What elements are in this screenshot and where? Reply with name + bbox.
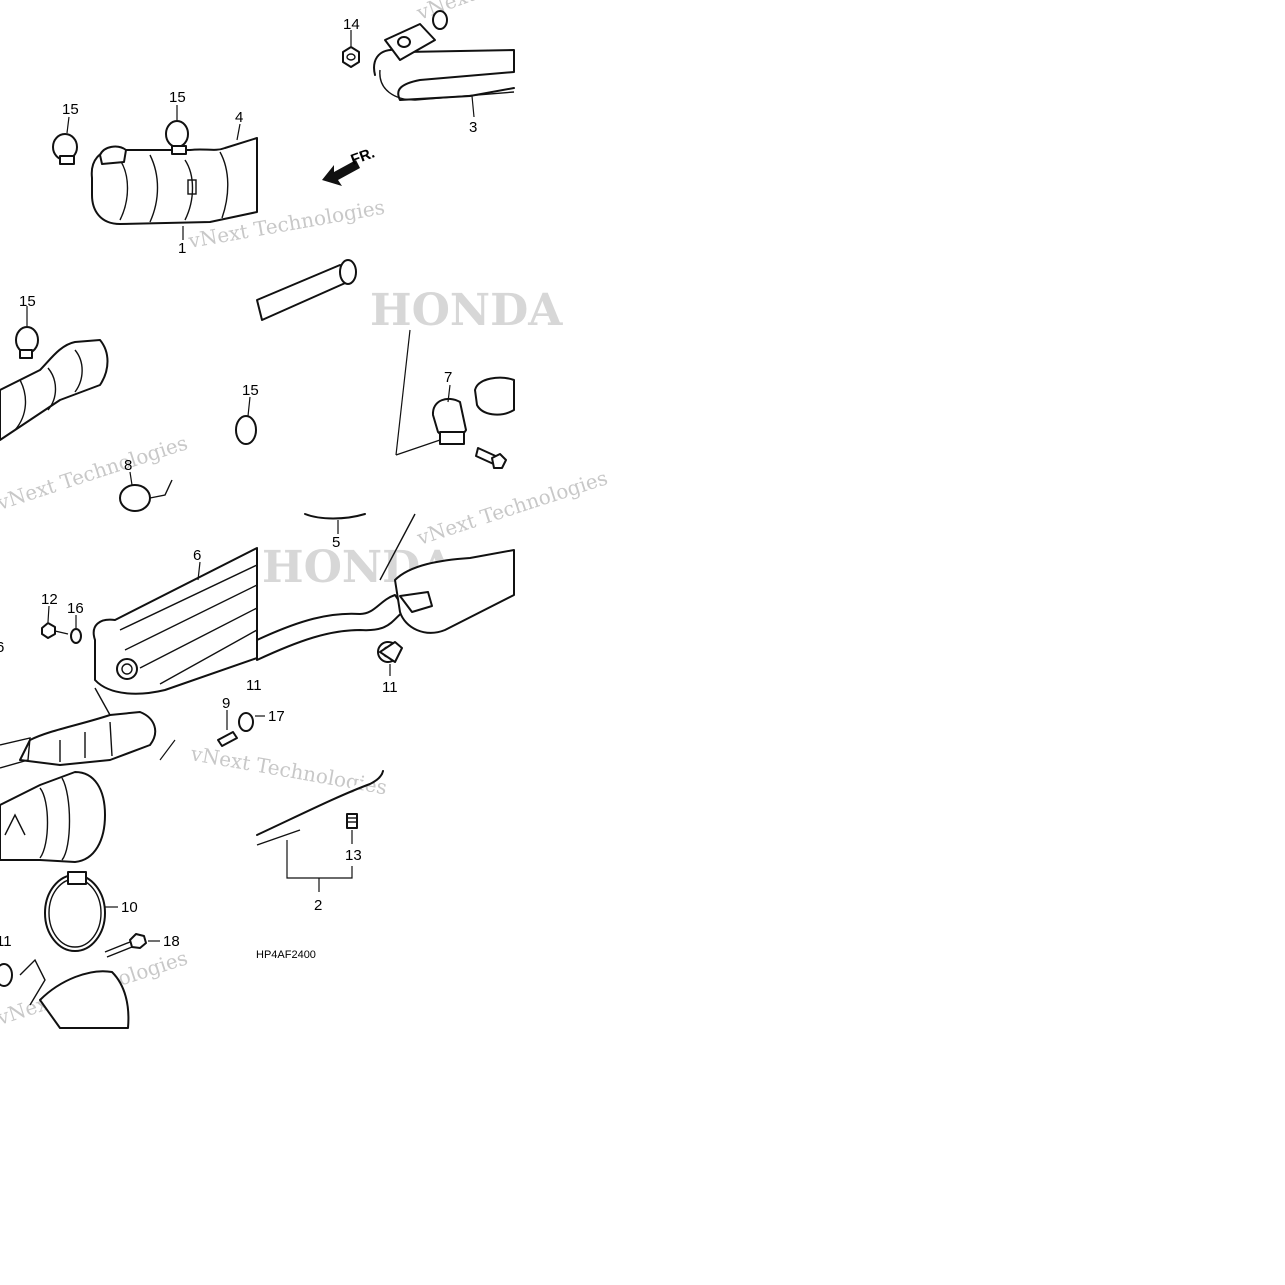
- muffler-outlet-group: 5 11: [256, 513, 515, 696]
- muffler-part: [0, 771, 106, 863]
- callout-15: 15: [242, 382, 259, 399]
- washer-part: [70, 628, 82, 644]
- honda-watermark: HONDA: [370, 285, 563, 336]
- heat-shield-part: [19, 711, 157, 766]
- callout-3: 3: [469, 119, 477, 136]
- callout-16: 16: [67, 600, 84, 617]
- callout-6: 6: [193, 547, 201, 564]
- callout-15: 15: [19, 293, 36, 310]
- gasket-part: [432, 10, 448, 30]
- exhaust-pipe-3-group: 14 3 FR.: [322, 10, 515, 186]
- flange-nut-part: [342, 46, 360, 68]
- callout-2: 2: [314, 897, 322, 914]
- callout-15: 15: [169, 89, 186, 106]
- muffler-part: [394, 549, 515, 634]
- callout-9: 9: [222, 695, 230, 712]
- callout-17: 17: [268, 708, 285, 725]
- callout-13: 13: [345, 847, 362, 864]
- muffler-2-group: 13 2 HP4AF2400: [256, 770, 384, 961]
- band-clamp-part: [235, 415, 257, 445]
- callout-11: 11: [0, 933, 12, 950]
- diagram-code: HP4AF2400: [256, 949, 316, 961]
- watermark-text: vNext Technologies: [188, 741, 389, 799]
- collar-part: [217, 731, 238, 747]
- callout-14: 14: [343, 16, 360, 33]
- exhaust-pipe-part: [256, 264, 353, 321]
- callout-15: 15: [62, 101, 79, 118]
- drain-plug-part: [346, 813, 358, 829]
- front-direction-arrow-icon: [322, 160, 360, 186]
- callout-11: 11: [246, 677, 262, 694]
- flange-bolt-part: [41, 622, 56, 639]
- band-7-group: 7: [256, 259, 515, 469]
- callout-11: 11: [382, 679, 398, 696]
- callout-18: 18: [163, 933, 180, 950]
- protector-1-group: 15 15 4 1: [52, 89, 258, 257]
- watermark-text: vNext Technologies: [413, 466, 610, 551]
- protector-clamp-group: 15 15 8: [0, 293, 259, 512]
- muffler-6-group: 12 16 6 9 11 17 6: [0, 547, 285, 769]
- watermark-text: vNext Technologies: [0, 431, 190, 516]
- callout-6-partial: 6: [0, 639, 4, 656]
- joint-pipe-part: [119, 484, 151, 512]
- grommet-part: [238, 712, 254, 732]
- callout-7: 7: [444, 369, 452, 386]
- flange-bolt-part: [129, 933, 147, 949]
- band-clamp-part: [44, 874, 106, 952]
- callout-12: 12: [41, 591, 58, 608]
- band-clamp-part: [165, 120, 189, 148]
- callout-4: 4: [235, 109, 243, 126]
- callout-8: 8: [124, 457, 132, 474]
- clamp-10-group: 10 18 11: [0, 771, 180, 1029]
- callout-10: 10: [121, 899, 138, 916]
- callout-5: 5: [332, 534, 340, 551]
- muffler-protector-part: [0, 339, 109, 441]
- callout-1: 1: [178, 240, 186, 257]
- muffler-part: [39, 970, 130, 1029]
- direction-label: FR.: [349, 145, 378, 169]
